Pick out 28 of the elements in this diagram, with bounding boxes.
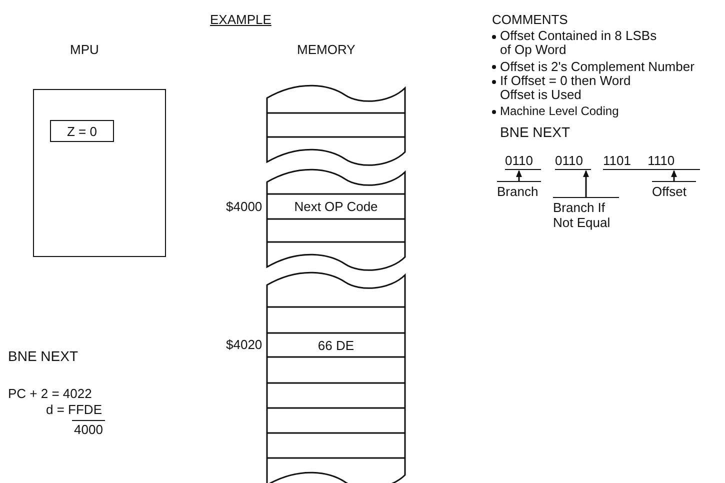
bit-field: 1101 1110: [603, 153, 700, 170]
bit-field: 0110: [505, 153, 541, 170]
bit-field: 0110: [555, 153, 591, 170]
column-heading: MEMORY: [297, 42, 356, 57]
bullet-note: Offset Contained in 8 LSBs of Op Word: [500, 29, 658, 57]
bullet-note: If Offset = 0 then Word Offset is Used: [500, 74, 631, 102]
flag-register: Z = 0: [50, 120, 114, 142]
memory-cell: 66 DE: [267, 333, 405, 357]
calculation-line: PC + 2 = 4022: [8, 386, 92, 401]
calculation-result: 4000: [72, 420, 105, 437]
arrow: [671, 170, 677, 181]
address-label: $4000: [226, 199, 262, 214]
title: EXAMPLE: [210, 12, 272, 27]
section-heading: COMMENTS: [492, 12, 568, 27]
arrow: [516, 170, 522, 181]
field-label: Offset: [652, 181, 696, 199]
code-heading: BNE NEXT: [8, 348, 78, 364]
bullet-note: Machine Level Coding: [500, 104, 619, 118]
field-label: Branch: [497, 181, 541, 199]
memory-cell: Next OP Code: [267, 194, 405, 219]
address-label: $4020: [226, 337, 262, 352]
calculation-line: d = FFDE: [46, 402, 102, 417]
code-heading: BNE NEXT: [500, 124, 570, 140]
bullet-note: Offset is 2's Complement Number: [500, 59, 694, 74]
field-label: Branch If Not Equal: [553, 197, 619, 230]
box-heading: MPU: [70, 42, 99, 57]
mpu-box: [33, 89, 166, 257]
arrow: [583, 170, 589, 197]
